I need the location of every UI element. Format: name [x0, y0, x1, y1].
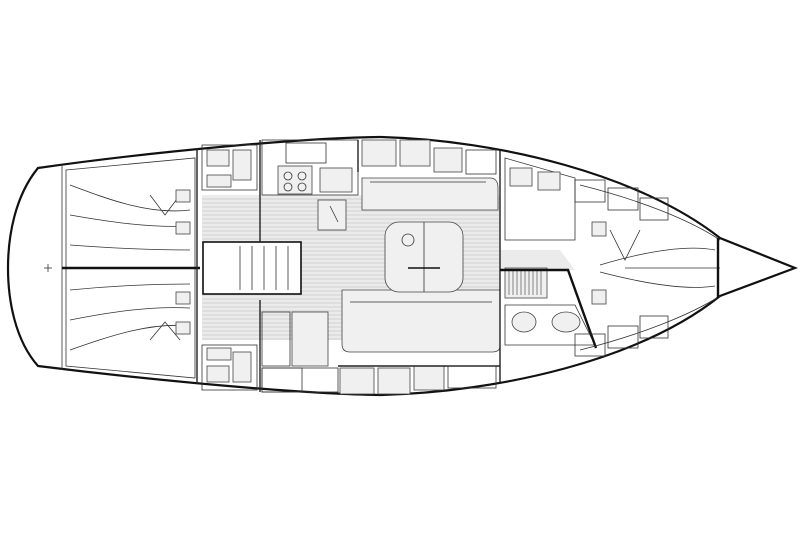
fore-cabin-divider [500, 268, 598, 349]
saloon [338, 139, 501, 395]
aft-heads-starboard [201, 344, 258, 391]
chart-table [261, 311, 339, 393]
aft-starboard-cabin [65, 267, 196, 379]
fore-cabin [504, 157, 721, 351]
fore-heads [504, 267, 596, 346]
companionway-steps [202, 241, 302, 295]
aft-heads-port [201, 144, 258, 191]
galley [261, 139, 359, 231]
fore-lockers [574, 179, 669, 357]
center-mark [44, 264, 52, 272]
hull-lockers [261, 149, 497, 393]
